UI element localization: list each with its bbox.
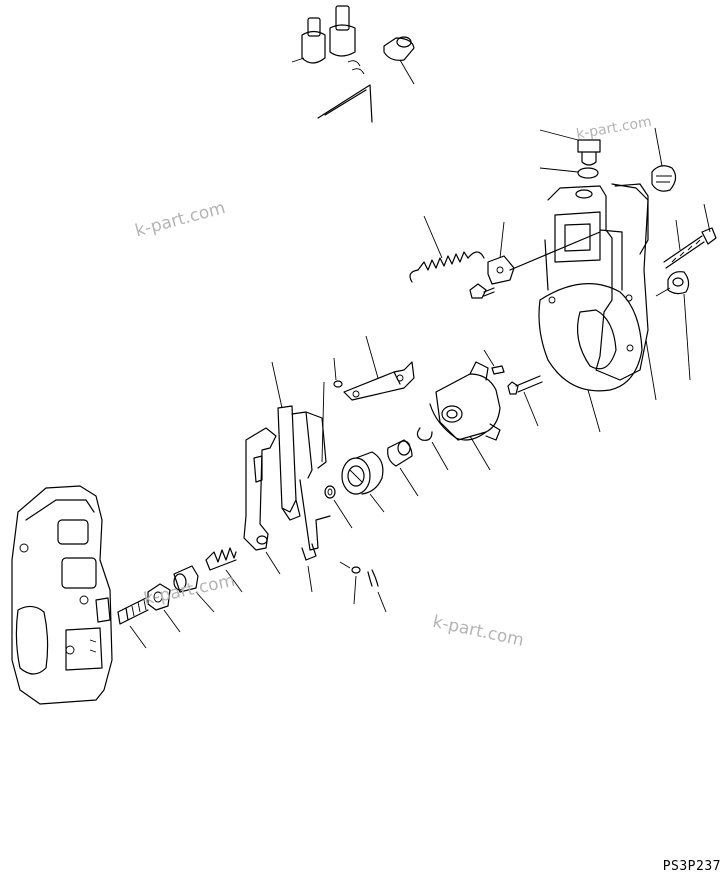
lever-b-part bbox=[291, 381, 331, 561]
top-fittings-assembly bbox=[291, 5, 373, 123]
o-ring-part bbox=[539, 167, 599, 179]
tension-spring bbox=[409, 215, 485, 283]
drawing-code: PS3P237 bbox=[662, 859, 721, 874]
collar-part bbox=[387, 439, 419, 497]
nut-part bbox=[655, 271, 691, 381]
washer-small-a bbox=[333, 357, 343, 388]
pump-body bbox=[11, 485, 113, 705]
bracket-part bbox=[487, 221, 601, 285]
plug-part bbox=[539, 129, 601, 166]
shaft-bolt-part bbox=[507, 375, 543, 427]
cotter-part bbox=[367, 569, 387, 613]
e-ring-part bbox=[339, 561, 361, 605]
sleeve-part bbox=[383, 36, 415, 85]
cap-nut-part bbox=[173, 565, 215, 613]
lever-plate-part bbox=[343, 335, 415, 401]
lever-a-part bbox=[271, 361, 301, 521]
stop-screw-part bbox=[117, 597, 149, 649]
washer-part bbox=[324, 485, 353, 529]
snap-ring-part bbox=[416, 427, 449, 471]
governor-housing bbox=[538, 183, 649, 433]
flyweight-assembly bbox=[429, 361, 501, 471]
clip-part bbox=[651, 127, 677, 192]
bearing-part bbox=[341, 451, 385, 513]
pin-part bbox=[483, 349, 505, 375]
adjusting-spring-part bbox=[205, 547, 243, 593]
bolt-part bbox=[469, 283, 495, 299]
lever-leader-b bbox=[307, 565, 313, 593]
lock-nut-part bbox=[147, 583, 181, 633]
lever-c-part bbox=[243, 427, 281, 575]
housing-leader bbox=[645, 339, 657, 401]
adjust-screw-part bbox=[663, 203, 717, 269]
